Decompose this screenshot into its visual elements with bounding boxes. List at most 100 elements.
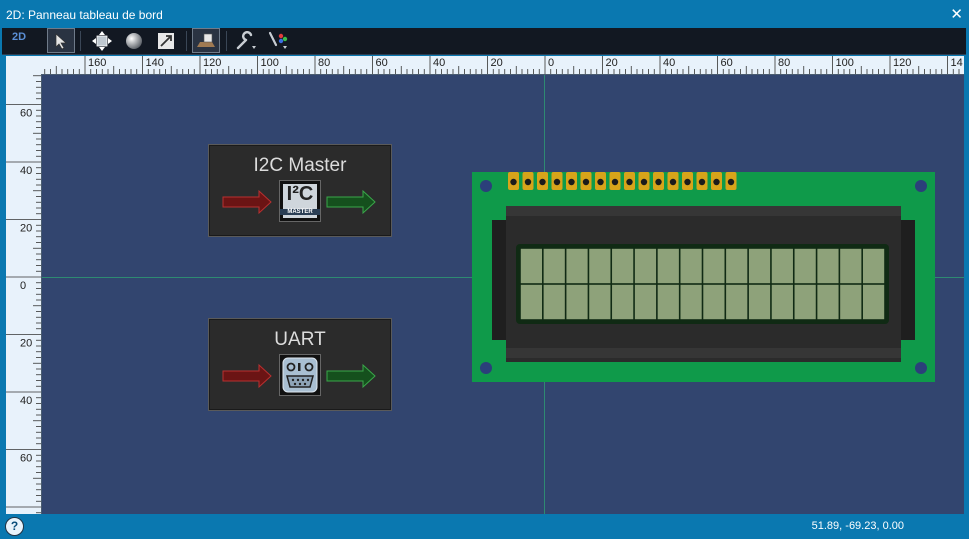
cursor-coordinates: 51.89, -69.23, 0.00 xyxy=(811,520,904,532)
lcd-cell xyxy=(634,284,657,320)
sphere-tool-button[interactable] xyxy=(120,28,148,53)
move-tool-button[interactable] xyxy=(88,28,116,53)
wrench-tool-button[interactable] xyxy=(232,28,260,53)
lcd-cell xyxy=(748,284,771,320)
lcd-pin xyxy=(537,172,548,190)
lcd-pin xyxy=(667,172,679,190)
window-title: 2D: Panneau tableau de bord xyxy=(6,8,163,22)
design-canvas[interactable]: I2C Master I²C MASTER UART xyxy=(42,75,964,514)
mode-label: 2D xyxy=(12,31,27,43)
lcd-cell xyxy=(566,284,588,320)
lcd-cell xyxy=(589,248,611,284)
lcd-cell xyxy=(612,248,634,284)
lcd-cell xyxy=(748,248,771,284)
lcd-pin xyxy=(638,172,650,190)
lcd-pin xyxy=(566,172,577,190)
lcd-pin xyxy=(580,172,592,190)
lcd-pin xyxy=(725,172,737,190)
uart-module-title: UART xyxy=(274,329,326,350)
ruler-top-label: 100 xyxy=(836,57,854,69)
lcd-pin xyxy=(696,172,708,190)
lcd-cell xyxy=(771,248,793,284)
window-titlebar: 2D: Panneau tableau de bord ✕ xyxy=(0,0,969,28)
ruler-top-label: 40 xyxy=(663,57,675,69)
resize-tool-button[interactable] xyxy=(152,28,180,53)
move-icon xyxy=(92,30,112,51)
ruler-left-label: 40 xyxy=(20,165,32,177)
ruler-top-label: 120 xyxy=(203,57,221,69)
mount-hole xyxy=(915,180,927,192)
lcd-cell xyxy=(520,248,543,284)
lcd-pin xyxy=(522,172,534,190)
lcd-cell xyxy=(543,248,565,284)
i2c-master-module[interactable]: I2C Master I²C MASTER xyxy=(208,144,392,237)
select-tool-button[interactable] xyxy=(47,28,75,53)
ruler-top-label: 80 xyxy=(778,57,790,69)
ruler-top-label: 20 xyxy=(491,57,503,69)
ruler-top-label: 60 xyxy=(721,57,733,69)
lcd-cell xyxy=(589,284,611,320)
help-icon[interactable]: ? xyxy=(5,517,24,536)
lcd-cell xyxy=(817,284,839,320)
lcd-display[interactable] xyxy=(472,172,935,382)
lcd-cell xyxy=(612,284,634,320)
mount-hole xyxy=(480,180,492,192)
layers-tool-button[interactable] xyxy=(192,28,220,53)
ruler-left-label: 0 xyxy=(20,280,26,292)
sphere-icon xyxy=(126,32,142,49)
lcd-cell xyxy=(680,284,702,320)
lcd-pin xyxy=(551,172,563,190)
ruler-top-label: 160 xyxy=(88,57,106,69)
ruler-top-label: 120 xyxy=(893,57,911,69)
lcd-cell xyxy=(657,284,679,320)
lcd-cell xyxy=(566,248,588,284)
i2c-master-icon: I²C MASTER xyxy=(279,180,321,222)
output-arrow-icon xyxy=(326,189,376,215)
lcd-cell xyxy=(680,248,702,284)
lcd-cell xyxy=(794,248,816,284)
ruler-top-label: 0 xyxy=(548,57,554,69)
mount-hole xyxy=(480,362,492,374)
input-arrow-icon xyxy=(222,363,272,389)
lcd-cell xyxy=(726,248,748,284)
lcd-cell xyxy=(634,248,657,284)
paint-brush-icon xyxy=(268,31,288,49)
layers-icon xyxy=(197,33,215,47)
i2c-module-title: I2C Master xyxy=(253,155,347,176)
ruler-corner xyxy=(6,56,41,74)
ruler-top-label: 40 xyxy=(433,57,445,69)
ruler-left-label: 60 xyxy=(20,453,32,465)
lcd-cell xyxy=(657,248,679,284)
lcd-cell xyxy=(703,248,725,284)
lcd-pin xyxy=(653,172,664,190)
ruler-top-label: 100 xyxy=(261,57,279,69)
lcd-cell xyxy=(840,248,862,284)
lcd-cell xyxy=(817,248,839,284)
ruler-top-label: 80 xyxy=(318,57,330,69)
uart-module[interactable]: UART xyxy=(208,318,392,411)
close-icon[interactable]: ✕ xyxy=(950,6,963,23)
output-arrow-icon xyxy=(326,363,376,389)
lcd-cell xyxy=(726,284,748,320)
lcd-pin xyxy=(609,172,621,190)
lcd-pin xyxy=(624,172,635,190)
lcd-cell xyxy=(703,284,725,320)
lcd-cell xyxy=(794,284,816,320)
lcd-pin xyxy=(508,172,519,190)
ruler-left-label: 20 xyxy=(20,223,32,235)
ruler-top-label: 14 xyxy=(951,57,963,69)
lcd-cell xyxy=(840,284,862,320)
ruler-top-label: 60 xyxy=(376,57,388,69)
status-bar: ? 51.89, -69.23, 0.00 xyxy=(0,514,969,539)
mount-hole xyxy=(915,362,927,374)
wrench-icon xyxy=(236,30,256,49)
resize-icon xyxy=(158,32,174,49)
paint-tool-button[interactable] xyxy=(264,28,292,53)
ruler-top-label: 140 xyxy=(146,57,164,69)
lcd-cell xyxy=(520,284,543,320)
lcd-cell xyxy=(862,248,885,284)
lcd-cell xyxy=(862,284,885,320)
lcd-pin xyxy=(711,172,722,190)
